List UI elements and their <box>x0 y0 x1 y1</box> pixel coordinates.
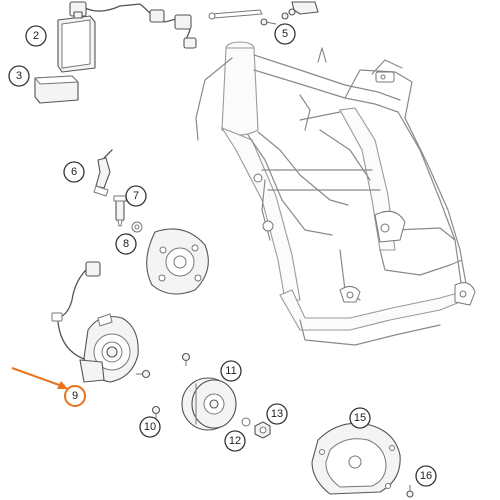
callout-13: 13 <box>266 403 288 425</box>
callout-10: 10 <box>139 416 161 438</box>
callout-6: 6 <box>63 161 85 183</box>
svg-text:9: 9 <box>72 390 78 402</box>
frame <box>195 41 476 346</box>
svg-text:3: 3 <box>16 70 22 82</box>
svg-text:6: 6 <box>71 166 77 178</box>
svg-text:11: 11 <box>225 365 236 377</box>
callout-9: 9 <box>64 385 86 407</box>
bolt-5 <box>281 12 289 20</box>
highlight-arrow <box>11 367 68 389</box>
cable-holder <box>288 1 319 16</box>
part-15-cover <box>311 422 401 495</box>
svg-text:13: 13 <box>271 408 283 420</box>
bolt-near-11 <box>181 352 191 366</box>
svg-text:2: 2 <box>33 30 39 42</box>
svg-text:12: 12 <box>229 435 241 447</box>
svg-text:10: 10 <box>144 421 156 433</box>
svg-text:5: 5 <box>282 28 288 40</box>
part-7-spark-plug <box>113 195 127 227</box>
callout-15: 15 <box>349 407 371 429</box>
callout-3: 3 <box>8 65 30 87</box>
part-11-flywheel <box>181 377 237 431</box>
stator-plate-8 <box>146 228 209 295</box>
callout-2: 2 <box>25 25 47 47</box>
bolt-near-9 <box>136 369 151 379</box>
part-3-block <box>33 75 80 104</box>
bolt-10 <box>151 405 161 419</box>
svg-text:8: 8 <box>123 238 129 250</box>
callout-16: 16 <box>415 465 437 487</box>
part-6-spark-plug-cap <box>93 149 113 197</box>
bolt-16 <box>406 485 414 498</box>
svg-text:16: 16 <box>420 470 432 482</box>
callout-12: 12 <box>224 430 246 452</box>
part-12-washer <box>241 417 251 427</box>
part-9-stator-assembly <box>51 261 139 383</box>
callout-11: 11 <box>220 360 242 382</box>
svg-text:7: 7 <box>133 190 139 202</box>
wiring-harness <box>69 1 197 49</box>
callout-7: 7 <box>125 185 147 207</box>
svg-text:15: 15 <box>354 412 366 424</box>
washer-7 <box>131 221 143 233</box>
part-2-module <box>57 11 96 73</box>
top-rod <box>208 9 263 20</box>
callout-5: 5 <box>274 23 296 45</box>
part-13-nut <box>254 421 271 439</box>
small-bolt-top <box>260 18 277 26</box>
callout-8: 8 <box>115 233 137 255</box>
